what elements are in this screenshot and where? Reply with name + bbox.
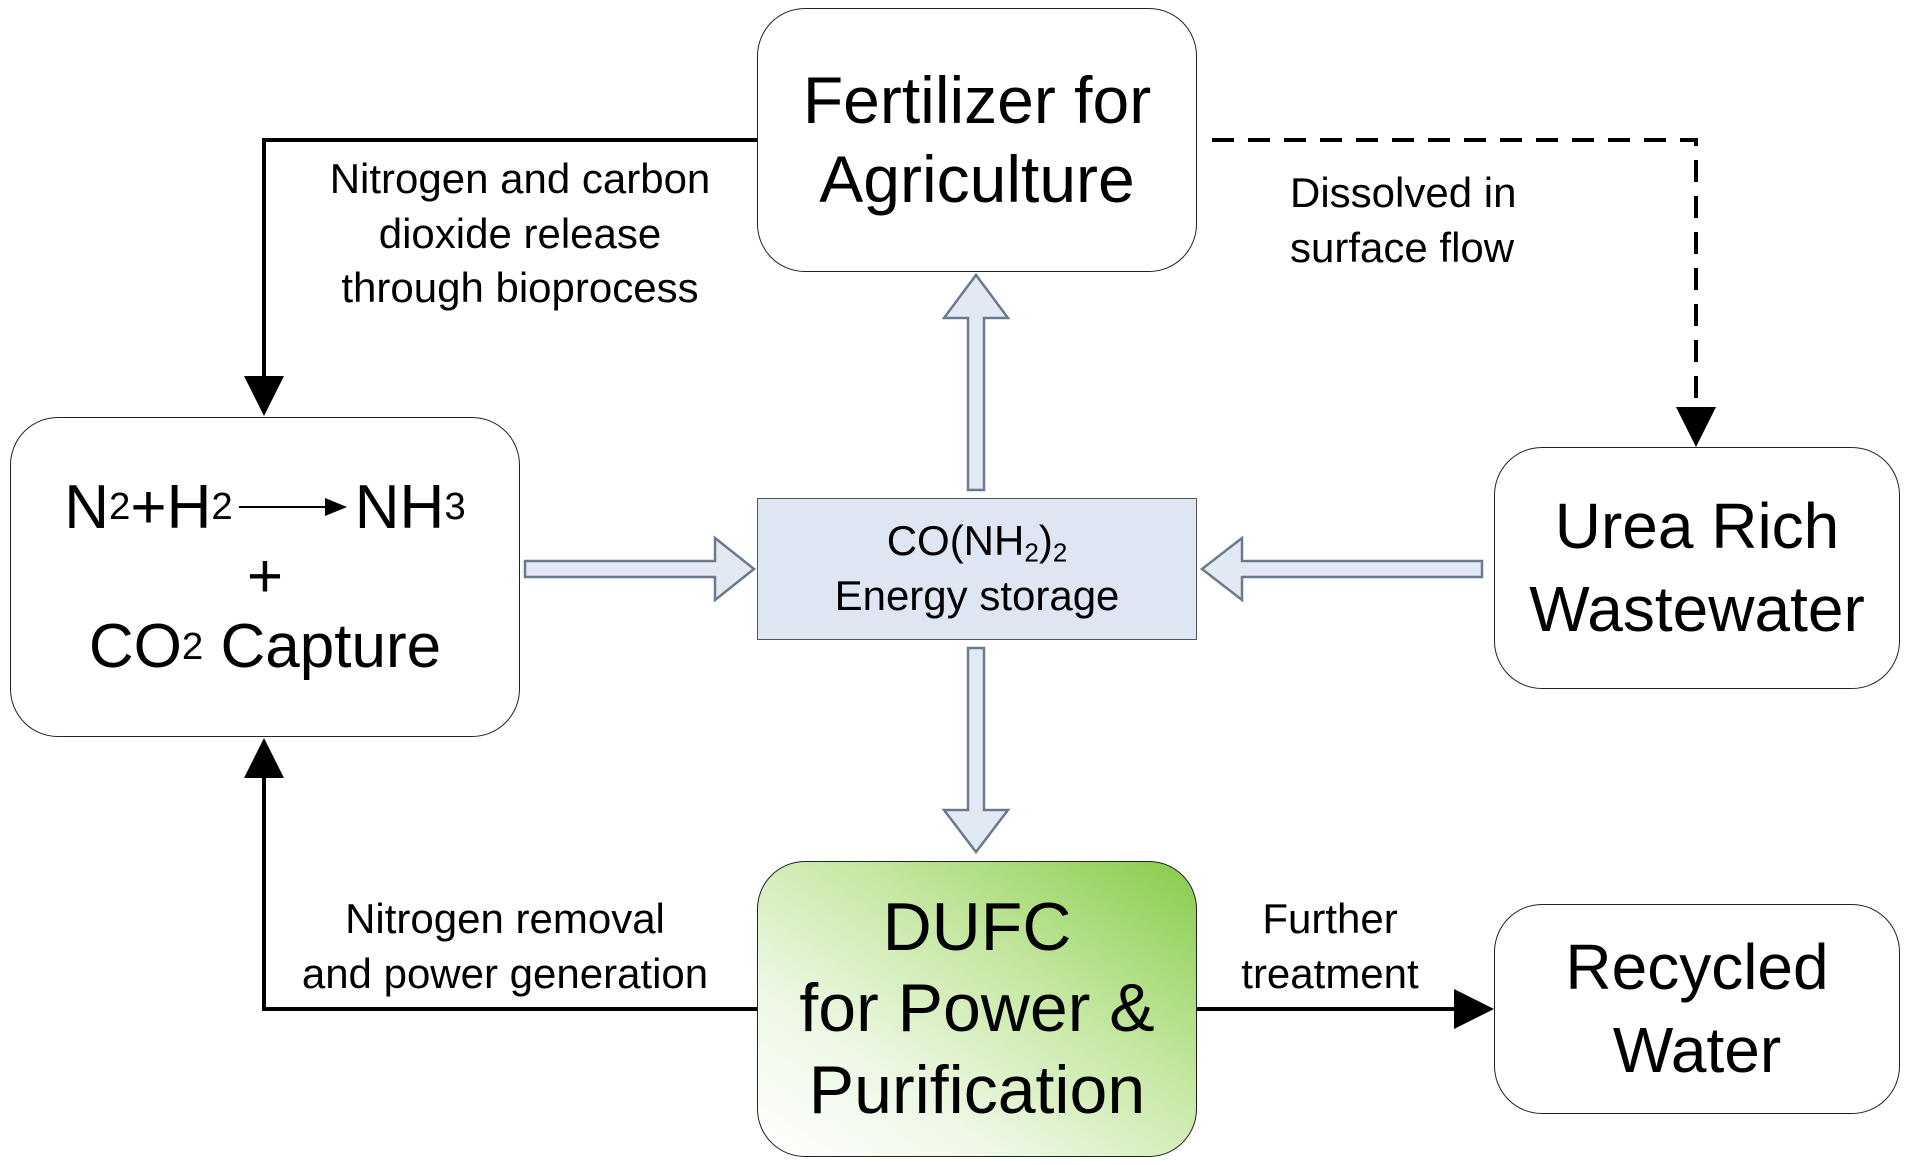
arrow-fertilizer-to-reactor [244, 138, 757, 416]
urea-title-line1: Urea Rich [1554, 489, 1840, 562]
further-treatment-line2: treatment [1241, 949, 1419, 997]
reaction-plus: + [246, 541, 284, 611]
formula-prefix: CO(NH [886, 517, 1025, 565]
dufc-title-line1: DUFC [882, 888, 1072, 965]
fertilizer-title-line1: Fertilizer for [802, 62, 1152, 137]
hollow-arrow-urea-to-storage [1199, 535, 1484, 603]
nitrogen-release-line2: dioxide release [378, 209, 662, 257]
energy-storage-box: CO(NH2)2 Energy storage [757, 498, 1197, 640]
dissolved-label: Dissolved in surface flow [1290, 166, 1590, 275]
recycled-water-box: Recycled Water [1494, 904, 1900, 1114]
nitrogen-release-line1: Nitrogen and carbon [329, 155, 711, 202]
dissolved-line2: surface flow [1290, 223, 1515, 271]
hollow-arrow-storage-to-dufc [941, 646, 1011, 855]
formula-sub1: 2 [1024, 537, 1039, 568]
nitrogen-release-label: Nitrogen and carbon dioxide release thro… [295, 152, 745, 316]
dufc-box: DUFC for Power & Purification [757, 861, 1197, 1157]
nitrogen-release-line3: through bioprocess [341, 264, 699, 312]
urea-title-line2: Wastewater [1529, 573, 1865, 645]
reactant-h: +H [130, 472, 212, 542]
dufc-title-line2: for Power & [799, 970, 1155, 1047]
energy-storage-label: Energy storage [834, 572, 1120, 619]
reactant-n: N [64, 472, 110, 542]
product-nh3: NH [354, 472, 445, 542]
further-treatment-line1: Further [1262, 895, 1398, 942]
arrow-fertilizer-to-urea-dashed [1212, 138, 1716, 447]
nitrogen-removal-line2: and power generation [301, 949, 709, 997]
recycled-title-line2: Water [1612, 1014, 1782, 1086]
hollow-arrow-storage-to-fertilizer [941, 272, 1011, 492]
dufc-title-line3: Purification [808, 1051, 1146, 1128]
formula-sub2: 2 [1052, 537, 1068, 568]
further-treatment-label: Further treatment [1220, 892, 1440, 1001]
nitrogen-removal-label: Nitrogen removal and power generation [270, 892, 740, 1001]
reaction-arrow-icon [238, 498, 347, 517]
capture-text: Capture [220, 612, 442, 682]
dissolved-line1: Dissolved in [1290, 169, 1517, 216]
fertilizer-box: Fertilizer for Agriculture [757, 8, 1197, 272]
co2-text: CO [88, 612, 182, 682]
urea-wastewater-box: Urea Rich Wastewater [1494, 447, 1900, 689]
recycled-title-line1: Recycled [1565, 930, 1829, 1003]
nitrogen-removal-line1: Nitrogen removal [345, 895, 665, 942]
arrow-dufc-to-reactor [244, 738, 757, 1011]
formula-mid: ) [1038, 517, 1053, 565]
fertilizer-title-line2: Agriculture [819, 142, 1135, 216]
urea-formula: CO(NH2)2 [887, 514, 1068, 569]
hollow-arrow-reactor-to-storage [523, 535, 757, 603]
